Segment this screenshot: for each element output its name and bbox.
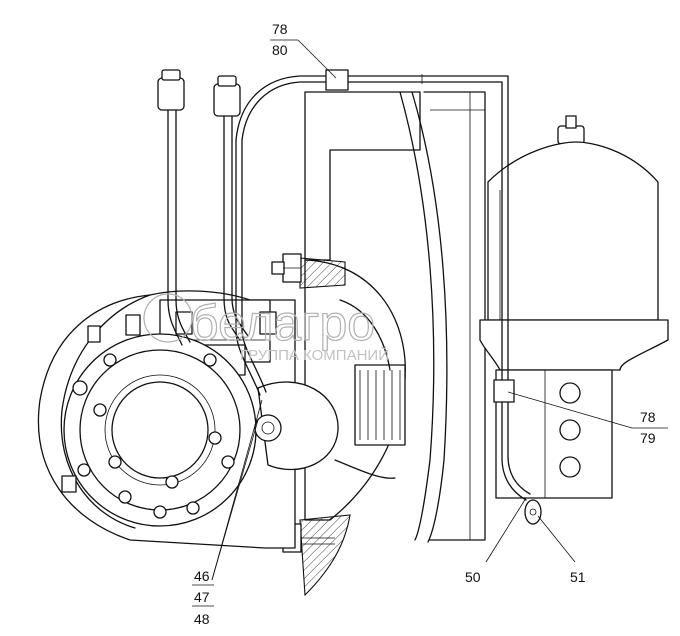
gland-housing [254,381,339,471]
callout-top-80: 80 [272,42,288,58]
callout-top-78: 78 [272,21,288,37]
mounting-flange [63,333,257,527]
callout-left-stack: 46 47 48 [192,568,214,627]
pump-bolt-left [61,325,101,493]
callout-51: 51 [570,569,586,585]
callout-48: 48 [194,611,210,627]
pipe-left-vertical-1 [157,69,191,346]
pipe-left-vertical-2 [213,75,249,341]
callout-right: 78 79 [640,409,656,446]
bracket-bolts [125,311,277,336]
pipe-arching-top [235,69,509,396]
oil-filter [479,115,669,499]
leader-lines [211,39,668,581]
housing-casing [299,91,486,597]
watermark-tagline: ГРУППА КОМПАНИЙ [240,346,389,364]
callout-right-79: 79 [640,430,656,446]
housing-bolt-top [271,253,302,283]
pipe-filter-drop [493,379,542,525]
watermark: белагро ГРУППА КОМПАНИЙ [143,293,389,364]
callout-right-78: 78 [640,409,656,425]
callout-top: 78 80 [272,21,288,58]
callout-46: 46 [194,568,210,584]
shaft-spline-lines [359,370,401,440]
callout-50: 50 [465,569,481,585]
watermark-brand: белагро [190,295,375,351]
callout-47: 47 [194,589,210,605]
